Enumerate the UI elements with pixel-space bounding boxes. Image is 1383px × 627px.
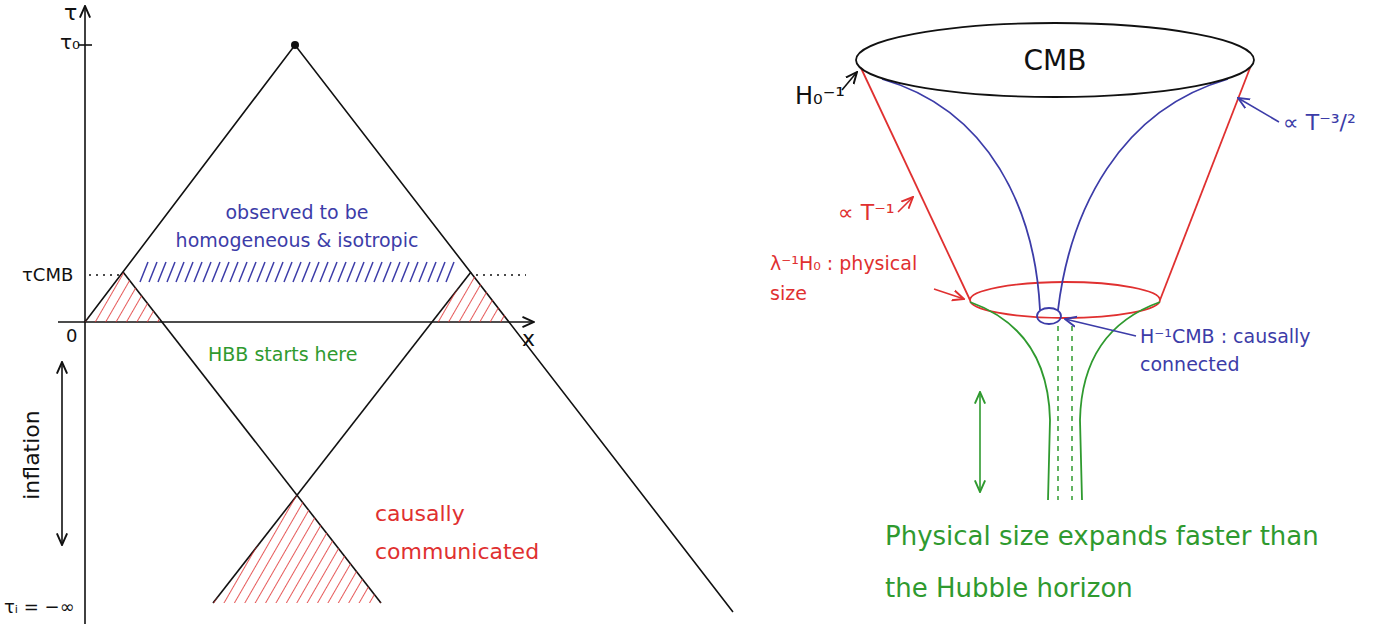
axis-label: τ [64, 0, 77, 26]
scaling-label: ∝ T⁻¹ [838, 200, 895, 226]
hubble-horizon-curve [1058, 79, 1228, 310]
horizon-dashed-line [1071, 326, 1073, 500]
axis-tick [78, 44, 92, 46]
hubble-horizon-curve [882, 79, 1040, 310]
cmb-ellipse [856, 23, 1254, 97]
causal-region-hatch [432, 272, 510, 322]
region-note: causally communicated [375, 495, 545, 571]
physical-size-ellipse [970, 282, 1160, 318]
leader-arrow [898, 197, 913, 212]
cmb-level-dots [89, 274, 119, 276]
region-note: observed to be homogeneous & isotropic [166, 198, 428, 254]
leader-arrow [1065, 319, 1136, 336]
scaling-label: ∝ T⁻³/² [1283, 110, 1356, 136]
region-note: HBB starts here [208, 343, 357, 366]
region-title: CMB [1024, 44, 1087, 77]
size-label: λ⁻¹H₀ : physical size [770, 248, 942, 308]
observer-dot [291, 41, 299, 49]
axis-tick-label: τᵢ = −∞ [4, 596, 75, 618]
axis-tick-label: τ₀ [60, 30, 80, 54]
leader-arrow [1238, 98, 1279, 122]
time-axis [84, 6, 86, 624]
caption-note: Physical size expands faster than the Hu… [885, 510, 1355, 614]
inflation-curve [970, 302, 1050, 500]
horizon-label: H⁻¹CMB : causally connected [1140, 322, 1340, 378]
cmb-surface-hatch [140, 262, 454, 282]
phase-label: inflation [19, 410, 45, 500]
axis-tick-label: τCMB [22, 264, 73, 286]
causal-patch-circle [1037, 308, 1061, 324]
leader-arrow [934, 289, 964, 299]
horizon-label: H₀⁻¹ [795, 82, 845, 111]
causal-region-hatch [213, 495, 381, 603]
horizon-dashed-line [1057, 326, 1059, 500]
duration-arrow [979, 392, 981, 492]
cmb-level-dots [476, 274, 526, 276]
past-light-cone [85, 45, 733, 612]
axis-label: x [522, 326, 535, 352]
axis-tick-label: 0 [66, 325, 77, 347]
cmb-surface-ellipse: CMB [855, 22, 1255, 98]
duration-arrow [61, 362, 63, 545]
